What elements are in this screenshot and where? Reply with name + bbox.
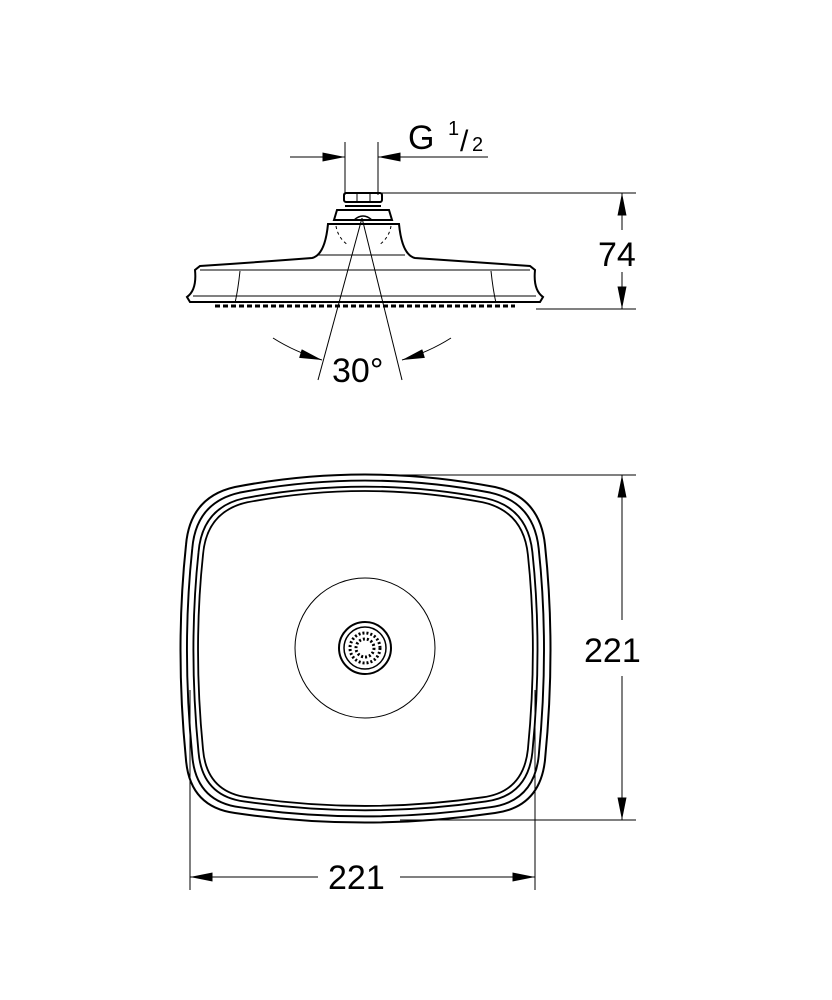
angle-dimension: 30° [272,217,452,390]
height-label: 74 [598,236,636,274]
shower-head-profile [185,192,545,308]
plan-view: 221 221 [179,473,641,897]
height-dimension: 74 [382,192,636,310]
thread-letter: G [408,119,434,157]
shower-head-plan [179,473,552,824]
side-view: G 1 / 2 74 [185,118,636,390]
thread-dimension: G 1 / 2 [290,118,488,195]
depth-label: 221 [584,632,641,670]
fraction-slash: / [460,125,469,158]
angle-label: 30° [332,352,383,390]
width-label: 221 [328,859,385,897]
thread-denominator: 2 [472,134,483,156]
thread-numerator: 1 [448,118,459,140]
depth-dimension: 221 [380,474,641,821]
width-dimension: 221 [189,690,536,897]
